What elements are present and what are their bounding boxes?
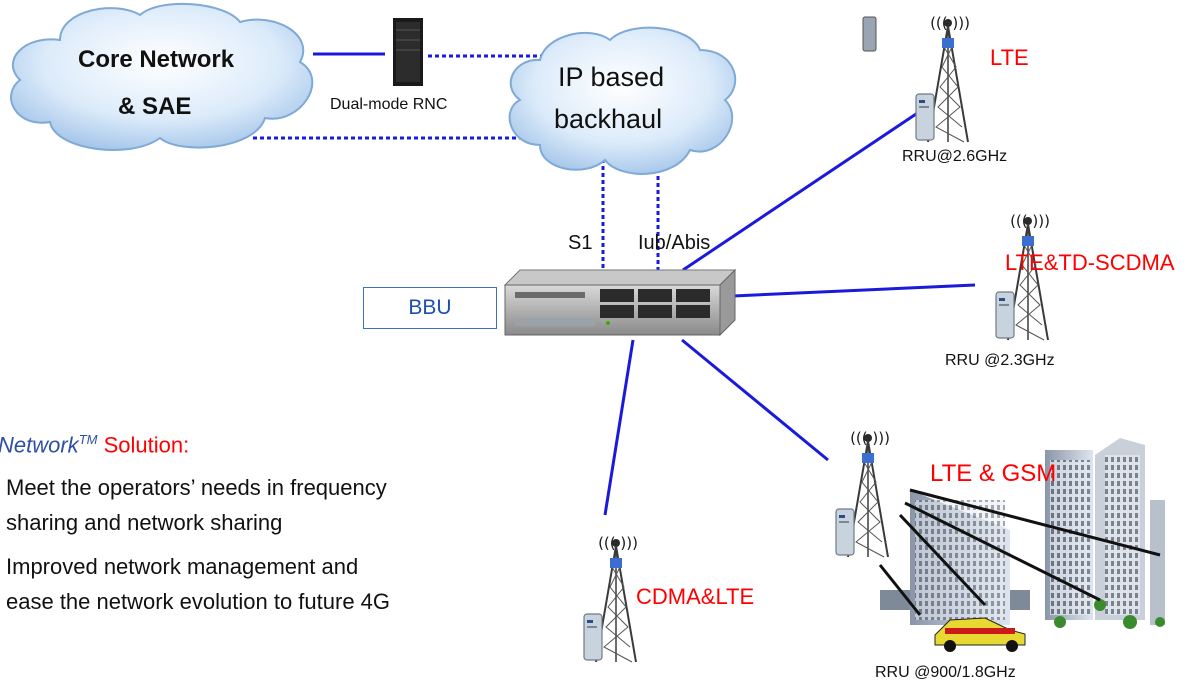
site-td-tech: LTE&TD-SCDMA (1005, 250, 1175, 275)
core-network-cloud (10, 2, 314, 151)
link-bbu-gsm (681, 338, 829, 462)
solution-item: Meet the operators’ needs in frequency (6, 475, 387, 501)
solution-item: ease the network evolution to future 4G (6, 589, 391, 615)
solution-suffix: Solution: (97, 432, 190, 458)
link-bbu-td (732, 283, 976, 298)
rnc-rack-icon (393, 18, 423, 86)
site-gsm-tech: LTE & GSM (930, 460, 1057, 487)
solution-item: sharing and network sharing (6, 510, 283, 536)
rru-small-icon (862, 16, 877, 52)
bbu-label: BBU (363, 287, 497, 329)
iub-interface-label: Iub/Abis (638, 232, 711, 254)
ip-backhaul-label-1: IP based (558, 62, 665, 92)
solution-text: NetworkTM Solution: Meet the operators’ … (0, 432, 540, 619)
trademark-mark: TM (78, 432, 98, 447)
car-icon (934, 617, 1026, 652)
core-network-label-1: Core Network (78, 46, 235, 73)
site-lte-rru: RRU@2.6GHz (902, 148, 1008, 165)
tower-td-icon (995, 211, 1051, 341)
ip-backhaul-cloud (508, 26, 737, 175)
site-td-rru: RRU @2.3GHz (945, 352, 1055, 369)
tower-lte-icon (915, 13, 971, 143)
tower-cdma-icon (583, 533, 639, 663)
solution-title: NetworkTM Solution: (0, 432, 540, 458)
site-gsm-rru: RRU @900/1.8GHz (875, 664, 1016, 681)
link-bbu-lte (682, 106, 926, 272)
ip-backhaul-label-2: backhaul (554, 104, 663, 134)
site-lte-tech: LTE (990, 45, 1029, 70)
city-buildings-icon (878, 438, 1165, 652)
s1-interface-label: S1 (568, 232, 593, 254)
bbu-server-icon (503, 268, 737, 337)
core-network-label-2: & SAE (118, 93, 192, 120)
link-bbu-cdma (603, 339, 635, 516)
link-dotted-rnc-bbu (428, 54, 660, 282)
solution-brand: Network (0, 432, 79, 458)
solution-item: Improved network management and (6, 554, 359, 580)
site-cdma-tech: CDMA&LTE (636, 584, 755, 609)
rnc-label: Dual-mode RNC (330, 96, 448, 113)
tower-gsm-icon (835, 428, 891, 558)
